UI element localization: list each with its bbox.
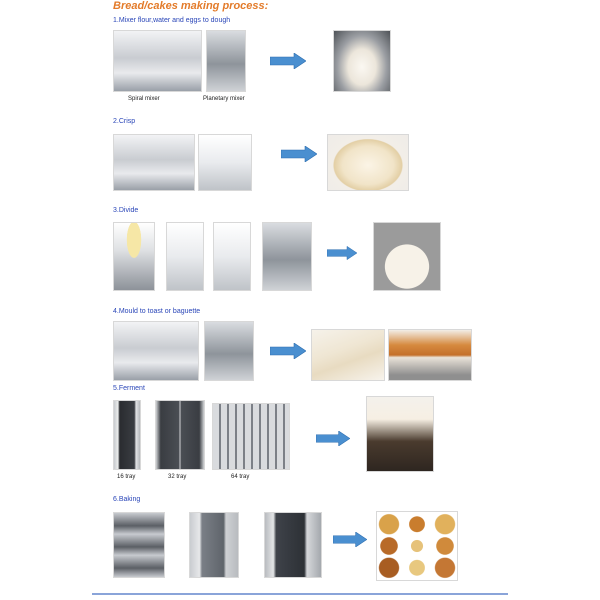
right-arrow-icon [333, 532, 367, 547]
proofer-16-tray-photo [113, 400, 141, 470]
baguette-dough-photo [311, 329, 385, 381]
planetary-mixer-caption: Planetary mixer [203, 96, 245, 102]
step-4-title: 4.Mould to toast or baguette [113, 308, 201, 315]
step-3-title: 3.Divide [113, 207, 139, 214]
proofer-16-caption: 16 tray [117, 474, 136, 480]
proofer-32-tray-photo [155, 400, 205, 470]
divided-dough-photo [373, 222, 441, 291]
spiral-mixer-photo [113, 30, 202, 92]
step-1-title: 1.Mixer flour,water and eggs to dough [113, 17, 231, 24]
right-arrow-icon [327, 246, 357, 260]
step-6-title: 6.Baking [113, 496, 141, 503]
rotary-oven-photo [264, 512, 322, 578]
convection-oven-photo [189, 512, 239, 578]
planetary-mixer-photo [206, 30, 246, 92]
proofer-32-caption: 32 tray [168, 474, 187, 480]
crisp-dough-photo [327, 134, 409, 191]
toast-moulder-photo [113, 321, 199, 381]
proofer-64-caption: 64 tray [231, 474, 250, 480]
deck-oven-photo [113, 512, 165, 578]
mixed-dough-photo [333, 30, 391, 92]
document-page [92, 0, 512, 600]
step-2-title: 2.Crisp [113, 118, 136, 125]
spiral-mixer-caption: Spiral mixer [128, 96, 160, 102]
dough-sheeter-photo [198, 134, 252, 191]
dough-rounder-photo [113, 222, 155, 291]
right-arrow-icon [316, 431, 350, 446]
dough-divider-photo [166, 222, 204, 291]
toast-loaves-photo [388, 329, 472, 381]
proofed-dough-photo [366, 396, 434, 472]
proofer-64-tray-photo [212, 403, 290, 470]
baguette-moulder-photo [204, 321, 254, 381]
volumetric-divider-photo [262, 222, 312, 291]
sheeter-machine-photo [113, 134, 195, 191]
page-title: Bread/cakes making process: [113, 0, 269, 12]
baked-pastries-photo [376, 511, 458, 581]
right-arrow-icon [270, 343, 306, 359]
right-arrow-icon [270, 53, 306, 69]
step-5-title: 5.Ferment [113, 385, 145, 392]
page-bottom-rule [92, 593, 508, 595]
divider-rounder-photo [213, 222, 251, 291]
right-arrow-icon [281, 146, 317, 162]
